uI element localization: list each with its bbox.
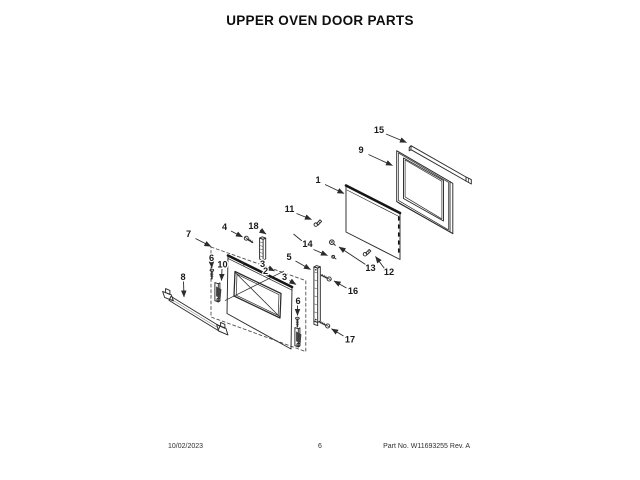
callout-number-6: 6 <box>295 296 300 306</box>
callout-leader-3 <box>288 278 297 285</box>
callout-number-5: 5 <box>286 252 291 262</box>
callout-number-10: 10 <box>217 259 227 269</box>
right-hinge <box>294 327 302 348</box>
screw-14 <box>331 254 337 260</box>
page-title: UPPER OVEN DOOR PARTS <box>226 13 414 28</box>
callout-number-2: 2 <box>263 266 268 276</box>
door-frame-panel <box>396 150 454 235</box>
clip-11 <box>313 219 323 227</box>
callout-leader-3 <box>267 265 275 272</box>
callout-leader-18 <box>258 228 267 235</box>
callout-number-12: 12 <box>384 267 394 277</box>
door-inner-panel <box>224 254 294 350</box>
glass-cross-line <box>224 270 285 301</box>
callout-leader-10 <box>218 268 225 281</box>
footer-part-number: Part No. W11693255 Rev. A <box>383 443 470 450</box>
glass-cross-line <box>234 272 280 317</box>
callout-leader-9 <box>368 154 393 166</box>
callout-leader-14 <box>293 233 303 242</box>
callout-leader-13 <box>338 246 366 265</box>
callout-number-16: 16 <box>348 286 358 296</box>
footer-date: 10/02/2023 <box>168 443 204 450</box>
glass-clip-mark <box>261 270 264 275</box>
glass-clip-mark <box>242 261 245 266</box>
screw-4 <box>243 235 254 244</box>
callout-number-18: 18 <box>248 221 258 231</box>
callout-number-3: 3 <box>282 272 287 282</box>
callout-leader-14 <box>313 249 328 256</box>
callout-leader-11 <box>296 213 312 220</box>
callout-leader-17 <box>331 328 344 337</box>
hinge-screw-left <box>209 268 215 280</box>
callout-number-15: 15 <box>374 125 384 135</box>
callout-number-8: 8 <box>180 272 185 282</box>
callout-number-4: 4 <box>222 222 228 232</box>
callout-leader-12 <box>375 256 385 269</box>
callout-number-13: 13 <box>365 263 375 273</box>
top-trim-strip <box>408 145 472 185</box>
callout-number-14: 14 <box>302 239 313 249</box>
callout-number-9: 9 <box>358 145 363 155</box>
callout-number-1: 1 <box>315 175 320 185</box>
screw-17 <box>319 320 331 329</box>
screw-13 <box>329 239 336 246</box>
footer-page-number: 6 <box>318 443 322 450</box>
screw-16 <box>320 273 332 282</box>
callout-leader-4 <box>230 230 243 238</box>
top-bracket <box>259 236 267 261</box>
inner-glass-panel <box>344 184 402 260</box>
callout-number-17: 17 <box>345 334 355 344</box>
page-footer: 10/02/2023 6 Part No. W11693255 Rev. A <box>0 443 640 457</box>
door-handle <box>162 288 229 336</box>
callout-number-3: 3 <box>260 259 265 269</box>
callout-leader-7 <box>195 238 212 247</box>
clip-13 <box>362 248 372 257</box>
callout-leader-8 <box>180 281 187 298</box>
callout-leader-1 <box>324 184 345 194</box>
callout-leader-16 <box>333 280 347 289</box>
callout-number-7: 7 <box>186 229 191 239</box>
callout-number-6: 6 <box>209 253 214 263</box>
callout-number-11: 11 <box>285 204 295 214</box>
hinge-screw-right <box>295 316 300 328</box>
callout-leader-5 <box>295 260 311 270</box>
callout-leader-15 <box>385 133 407 143</box>
left-hinge <box>214 282 222 303</box>
hinge-rail <box>313 265 321 327</box>
